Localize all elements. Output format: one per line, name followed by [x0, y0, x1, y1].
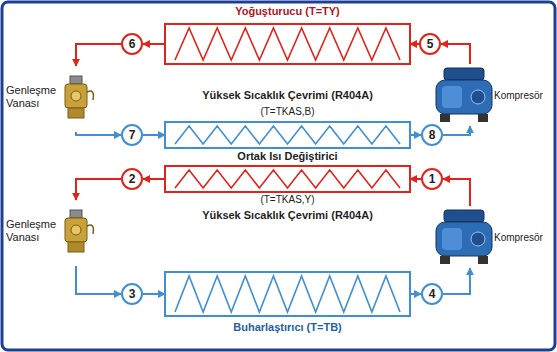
- node-label: Yoğuşturucu (T=TY): [165, 5, 410, 18]
- refrigerant-pipe: [410, 293, 421, 295]
- state-point: 6: [121, 33, 143, 55]
- refrigerant-pipe: [143, 43, 165, 45]
- node-label: (T=TKAS,B): [165, 106, 410, 118]
- cycle-label: Yüksek Sıcaklık Çevrimi (R404A): [165, 89, 410, 102]
- refrigerant-pipe: [441, 44, 470, 64]
- compressor-icon: [436, 68, 492, 122]
- cycle-label: Yüksek Sıcaklık Çevrimi (R404A): [165, 209, 410, 222]
- expansion-valve-icon: [65, 210, 93, 252]
- coil-winding: [175, 28, 400, 60]
- refrigerant-pipe: [443, 126, 470, 135]
- node-label: Ortak Isı Değiştirici: [165, 150, 410, 163]
- state-point: 4: [421, 283, 443, 305]
- node-label: Buharlaştırıcı (T=TB): [165, 321, 410, 334]
- condenser: Yoğuşturucu (T=TY): [165, 24, 410, 64]
- refrigerant-pipe: [76, 44, 121, 66]
- state-point: 8: [421, 124, 443, 146]
- expansion-valve: Genleşme Vanası: [4, 200, 98, 266]
- state-point: 3: [121, 283, 143, 305]
- state-number: 4: [421, 283, 443, 305]
- coil-windings: [175, 28, 400, 312]
- coil-winding: [175, 126, 400, 144]
- refrigerant-pipe: [443, 268, 470, 294]
- evaporator: Buharlaştırıcı (T=TB): [165, 272, 410, 316]
- compressor: Kompresör: [430, 206, 552, 268]
- state-number: 5: [419, 33, 441, 55]
- refrigerant-pipe: [143, 293, 165, 295]
- refrigerant-pipe: [76, 179, 121, 200]
- condenser-coil: [165, 24, 410, 64]
- state-number: 8: [421, 124, 443, 146]
- state-point: 2: [121, 168, 143, 190]
- refrigerant-pipe: [410, 178, 421, 180]
- state-number: 1: [421, 168, 443, 190]
- common-heat-exchanger: (T=TKAS,B)Ortak Isı Değiştirici(T=TKAS,Y…: [165, 122, 410, 192]
- node-label: Kompresör: [494, 232, 550, 244]
- state-number: 2: [121, 168, 143, 190]
- node-label: Kompresör: [494, 90, 550, 102]
- state-number: 6: [121, 33, 143, 55]
- refrigerant-pipe: [143, 134, 165, 136]
- node-label: Genleşme Vanası: [6, 84, 62, 110]
- state-point: 7: [121, 124, 143, 146]
- state-point: 1: [421, 168, 443, 190]
- node-label: Genleşme Vanası: [6, 218, 62, 244]
- expansion-valve-icon: [65, 76, 93, 118]
- coil-winding: [175, 170, 400, 188]
- hx-cold-coil: [165, 122, 410, 148]
- expansion-valve: Genleşme Vanası: [4, 66, 98, 132]
- refrigerant-pipe: [76, 132, 121, 135]
- compressor-icon: [436, 210, 492, 264]
- node-label: (T=TKAS,Y): [165, 194, 410, 206]
- state-number: 7: [121, 124, 143, 146]
- refrigerant-pipe: [76, 266, 121, 294]
- compressor: Kompresör: [430, 64, 552, 126]
- coil-winding: [175, 276, 400, 312]
- refrigerant-pipe: [443, 179, 470, 206]
- evaporator-coil: [165, 272, 410, 316]
- refrigerant-pipe: [410, 43, 419, 45]
- hx-hot-coil: [165, 166, 410, 192]
- refrigerant-pipe: [143, 178, 165, 180]
- state-number: 3: [121, 283, 143, 305]
- state-point: 5: [419, 33, 441, 55]
- refrigerant-pipe: [410, 134, 421, 136]
